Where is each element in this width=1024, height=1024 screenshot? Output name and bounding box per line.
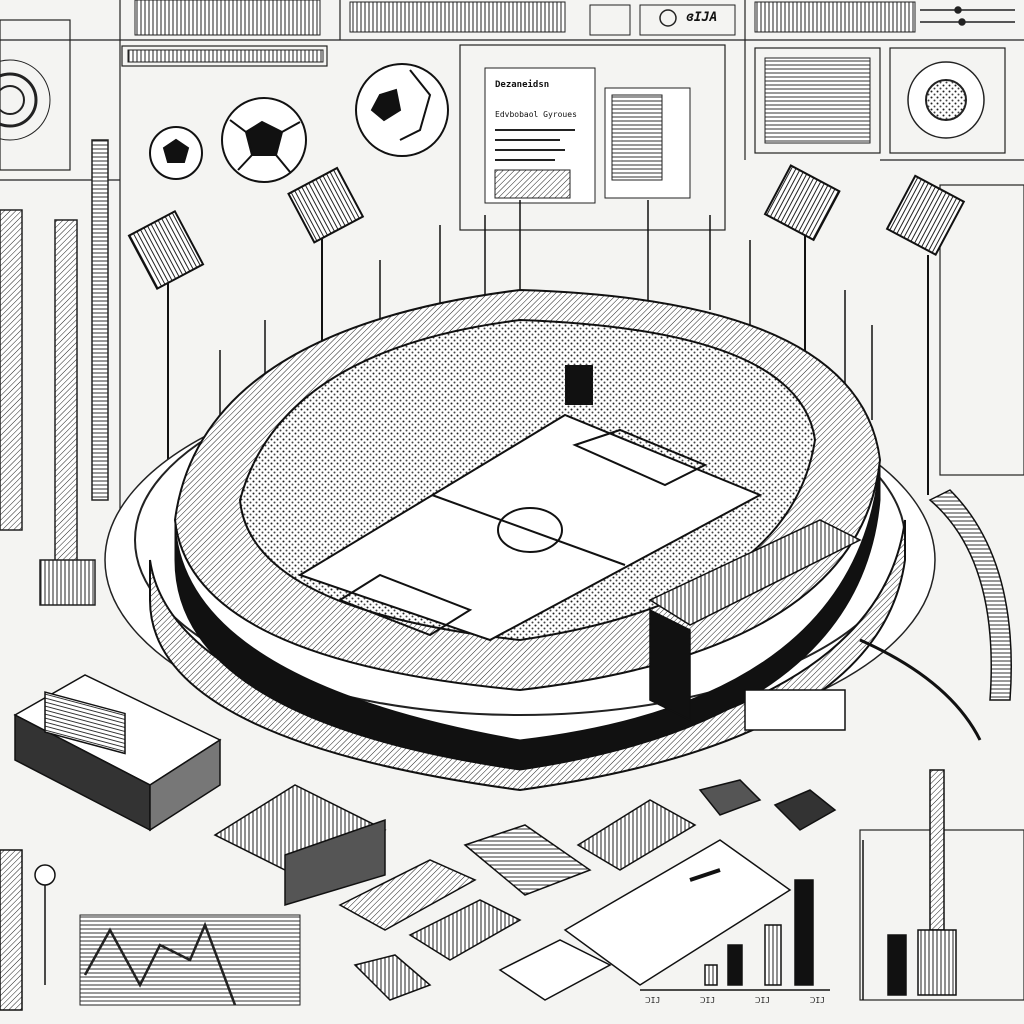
document-subtitle: Edvbobaol Gyroues — [495, 110, 577, 119]
axis-label: ꓛIJ — [754, 996, 771, 1005]
document-title: Dezaneidsn — [495, 80, 550, 90]
soccer-ball-medium — [221, 97, 307, 183]
building-left — [13, 674, 222, 832]
soccer-balls — [149, 63, 449, 183]
stadium-buildings — [648, 489, 1012, 741]
stadium — [104, 288, 936, 792]
floodlights — [127, 164, 966, 495]
left-towers — [0, 139, 109, 606]
soccer-ball-small — [149, 126, 203, 180]
bar-chart-sketch — [640, 840, 907, 1000]
pitch — [297, 413, 763, 642]
dial-gauge — [0, 59, 51, 141]
logo-text: ɞIJA — [686, 10, 718, 25]
axis-label: ꓛIJ — [645, 996, 661, 1005]
right-tower — [0, 769, 957, 1011]
axis-label: ꓛIJ — [809, 996, 825, 1005]
top-panels — [127, 0, 1015, 63]
bottom-axis-labels: ꓛIJ ꓛIJ ꓛIJ ꓛIJ — [645, 996, 825, 1005]
line-chart-sketch — [79, 914, 301, 1006]
right-panels — [764, 57, 985, 144]
foreground-items — [13, 674, 837, 1001]
document-panel — [484, 67, 691, 204]
axis-label: ꓛIJ — [699, 996, 716, 1005]
soccer-ball-large — [355, 63, 449, 157]
